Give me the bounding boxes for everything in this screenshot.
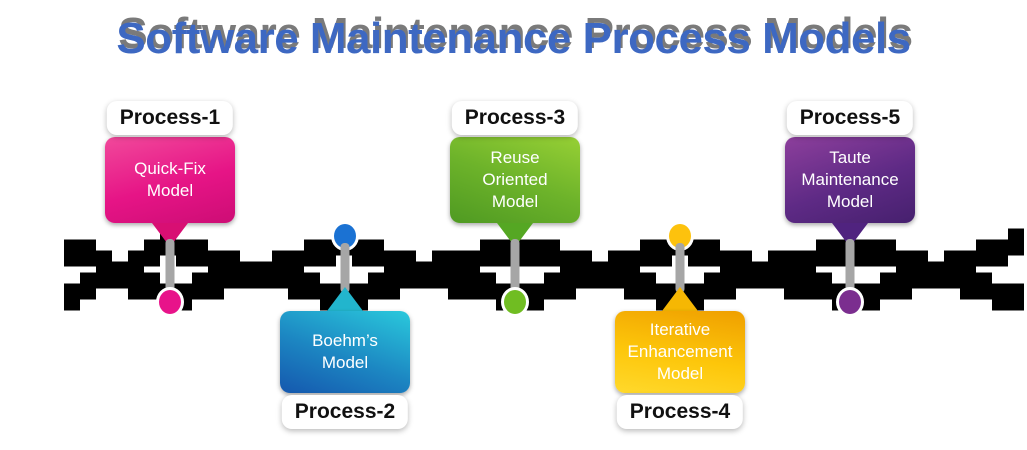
model-box: Taute Maintenance Model <box>785 137 915 223</box>
process-label-plate: Process-3 <box>451 101 579 135</box>
connector-stem <box>675 243 685 293</box>
connector-stem <box>165 239 175 299</box>
process-label: Process-5 <box>799 106 901 129</box>
process-card-2: Boehm’s Model Process-2 <box>280 221 410 431</box>
model-name: Iterative Enhancement Model <box>627 319 733 384</box>
pointer-triangle-icon <box>327 287 363 311</box>
node-dot <box>501 287 529 317</box>
process-label: Process-3 <box>464 106 566 129</box>
process-card-3: Reuse Oriented Model Process-3 <box>450 101 580 317</box>
page-title: Software Maintenance Process Models <box>116 14 911 63</box>
model-name: Reuse Oriented Model <box>482 147 548 212</box>
process-label-plate: Process-2 <box>281 395 409 429</box>
model-name: Taute Maintenance Model <box>801 147 899 212</box>
process-label: Process-4 <box>629 400 731 423</box>
node-dot <box>836 287 864 317</box>
process-label: Process-2 <box>294 400 396 423</box>
connector-stem <box>340 243 350 293</box>
process-card-1: Quick-Fix Model Process-1 <box>105 101 235 317</box>
model-name: Boehm’s Model <box>312 330 378 372</box>
process-label-plate: Process-1 <box>106 101 234 135</box>
process-label: Process-1 <box>119 106 221 129</box>
node-dot <box>156 287 184 317</box>
process-card-5: Taute Maintenance Model Process-5 <box>785 101 915 317</box>
pointer-triangle-icon <box>662 287 698 311</box>
model-box: Quick-Fix Model <box>105 137 235 223</box>
process-label-plate: Process-4 <box>616 395 744 429</box>
connector-stem <box>845 239 855 299</box>
model-box: Boehm’s Model <box>280 311 410 393</box>
process-card-4: Iterative Enhancement Model Process-4 <box>615 221 745 431</box>
model-name: Quick-Fix Model <box>134 158 206 200</box>
process-label-plate: Process-5 <box>786 101 914 135</box>
model-box: Reuse Oriented Model <box>450 137 580 223</box>
connector-stem <box>510 239 520 299</box>
model-box: Iterative Enhancement Model <box>615 311 745 393</box>
